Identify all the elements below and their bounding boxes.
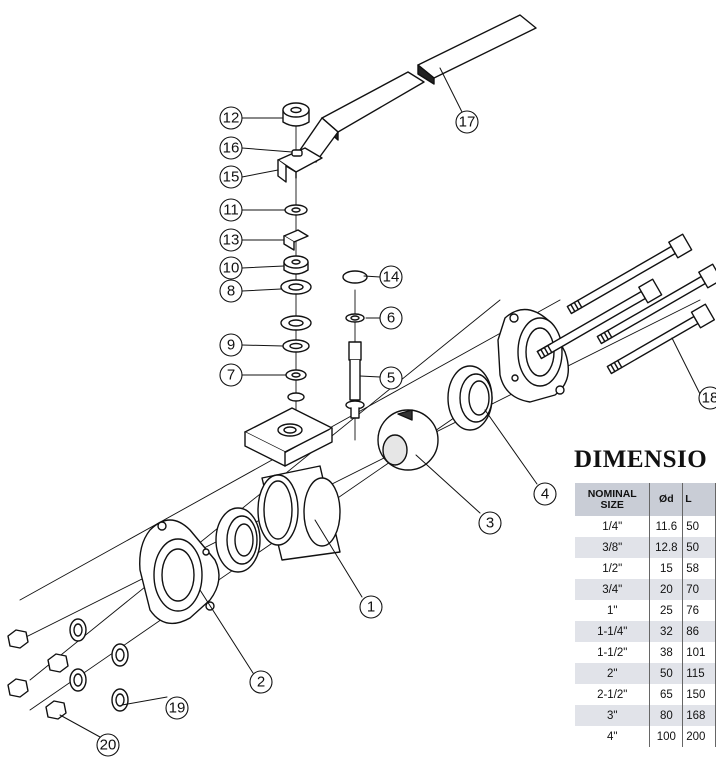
stop-plate xyxy=(277,147,323,183)
cell-size: 4" xyxy=(575,726,651,747)
callout-13: 13 xyxy=(223,232,240,249)
leader-lines xyxy=(59,67,701,738)
cell-size: 3/8" xyxy=(575,537,651,558)
cell-l: 50 xyxy=(682,516,716,537)
cell-od: 80 xyxy=(649,705,684,726)
nuts-and-washers xyxy=(7,618,129,720)
callout-circles xyxy=(96,106,716,757)
seat-left xyxy=(215,507,261,573)
ball xyxy=(377,409,439,471)
cell-od: 50 xyxy=(649,663,684,684)
cell-od: 65 xyxy=(649,684,684,705)
cell-size: 1-1/2" xyxy=(575,642,651,663)
dimensions-title: DIMENSIO xyxy=(574,446,708,473)
cell-od: 15 xyxy=(649,558,684,579)
callout-18: 18 xyxy=(702,390,716,407)
cell-od: 20 xyxy=(649,579,684,600)
callout-6: 6 xyxy=(387,310,395,327)
cell-od: 38 xyxy=(649,642,684,663)
cell-size: 1/4" xyxy=(575,516,651,537)
cell-l: 101 xyxy=(682,642,716,663)
callout-3: 3 xyxy=(486,515,494,532)
callout-17: 17 xyxy=(459,114,476,131)
callout-11: 11 xyxy=(223,202,239,219)
callout-2: 2 xyxy=(257,674,265,691)
end-cap-left xyxy=(139,519,220,625)
handle xyxy=(299,14,537,163)
cell-l: 58 xyxy=(682,558,716,579)
cell-l: 168 xyxy=(682,705,716,726)
callout-9: 9 xyxy=(227,337,235,354)
cell-l: 200 xyxy=(682,726,716,747)
callout-15: 15 xyxy=(223,169,240,186)
cell-l: 115 xyxy=(682,663,716,684)
cell-l: 50 xyxy=(682,537,716,558)
callout-1: 1 xyxy=(367,599,375,616)
cell-od: 32 xyxy=(649,621,684,642)
callout-14: 14 xyxy=(383,269,400,286)
callout-8: 8 xyxy=(227,283,235,300)
seat-right xyxy=(447,365,493,431)
cell-od: 12.8 xyxy=(649,537,684,558)
cell-size: 3" xyxy=(575,705,651,726)
cell-size: 2-1/2" xyxy=(575,684,651,705)
valve-body xyxy=(244,407,341,561)
callout-20: 20 xyxy=(100,737,117,754)
header-l: L xyxy=(682,483,716,516)
cell-size: 1-1/4" xyxy=(575,621,651,642)
end-cap-right xyxy=(497,308,569,403)
cell-l: 76 xyxy=(682,600,716,621)
cell-od: 100 xyxy=(649,726,684,747)
callout-10: 10 xyxy=(223,260,240,277)
cell-l: 150 xyxy=(682,684,716,705)
callout-16: 16 xyxy=(223,140,240,157)
callout-19: 19 xyxy=(169,700,186,717)
stem-stack xyxy=(280,204,312,402)
callout-7: 7 xyxy=(227,367,235,384)
callout-5: 5 xyxy=(387,370,395,387)
header-od: Ød xyxy=(649,483,684,516)
header-nominal-size: NOMINAL SIZE xyxy=(575,483,651,516)
cell-od: 11.6 xyxy=(649,516,684,537)
cell-l: 70 xyxy=(682,579,716,600)
callout-12: 12 xyxy=(223,110,240,127)
cell-od: 25 xyxy=(649,600,684,621)
cell-size: 1" xyxy=(575,600,651,621)
cell-size: 3/4" xyxy=(575,579,651,600)
callout-4: 4 xyxy=(541,486,549,503)
cell-size: 1/2" xyxy=(575,558,651,579)
table-header-row: NOMINAL SIZE Ød L xyxy=(575,483,716,516)
cell-size: 2" xyxy=(575,663,651,684)
bolt-set xyxy=(536,233,716,375)
gland-nut xyxy=(282,102,310,127)
cell-l: 86 xyxy=(682,621,716,642)
stem xyxy=(342,270,368,419)
